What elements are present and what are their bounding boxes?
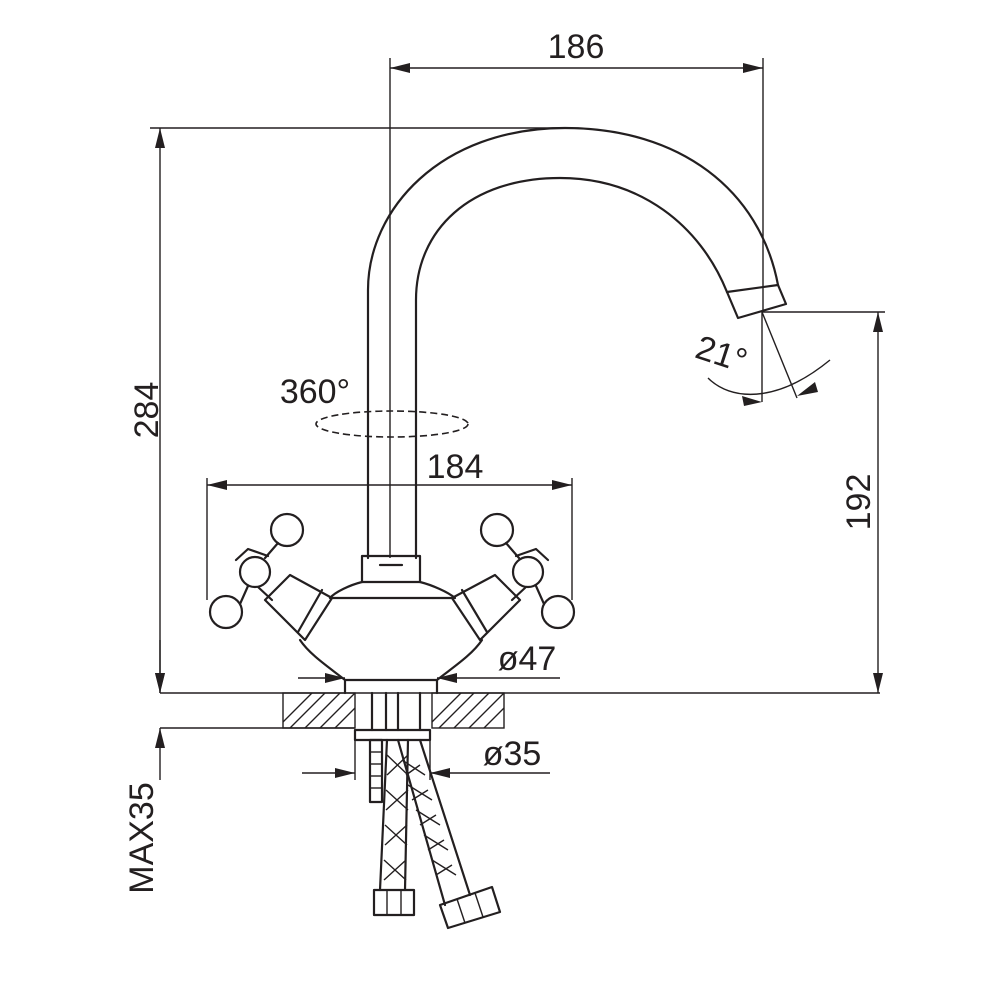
- dimension-handle-span: 184: [206, 448, 573, 600]
- dimension-shank-diameter: ø35: [302, 735, 550, 780]
- dimension-handle-span-label: 184: [427, 448, 484, 486]
- dimension-total-height: 284: [128, 127, 565, 693]
- dimension-base-diameter-label: ø47: [498, 640, 557, 678]
- left-handle: [208, 512, 334, 642]
- countertop-hatch-left: [282, 692, 356, 729]
- faucet-body: [298, 554, 484, 695]
- dimension-spout-height: 192: [762, 311, 885, 693]
- countertop: [160, 692, 880, 729]
- dimension-counter-thickness-label: MAX35: [123, 782, 161, 894]
- dimension-counter-thickness: MAX35: [123, 640, 165, 894]
- dimension-shank-diameter-label: ø35: [483, 735, 542, 773]
- flexible-hoses: [372, 738, 502, 930]
- swivel-indicator: 360°: [280, 373, 469, 438]
- dimension-spout-angle: 21°: [691, 311, 831, 406]
- dimension-total-height-label: 284: [128, 382, 166, 439]
- dimension-base-diameter: ø47: [298, 640, 560, 683]
- countertop-hatch-right: [431, 692, 505, 729]
- dimension-spout-angle-label: 21°: [691, 329, 752, 381]
- right-handle: [450, 512, 576, 642]
- mounting-shank: [353, 691, 432, 804]
- dimension-spout-reach: 186: [389, 28, 764, 558]
- swivel-label: 360°: [280, 373, 350, 411]
- dimension-spout-height-label: 192: [840, 474, 878, 531]
- dimension-spout-reach-label: 186: [548, 28, 605, 66]
